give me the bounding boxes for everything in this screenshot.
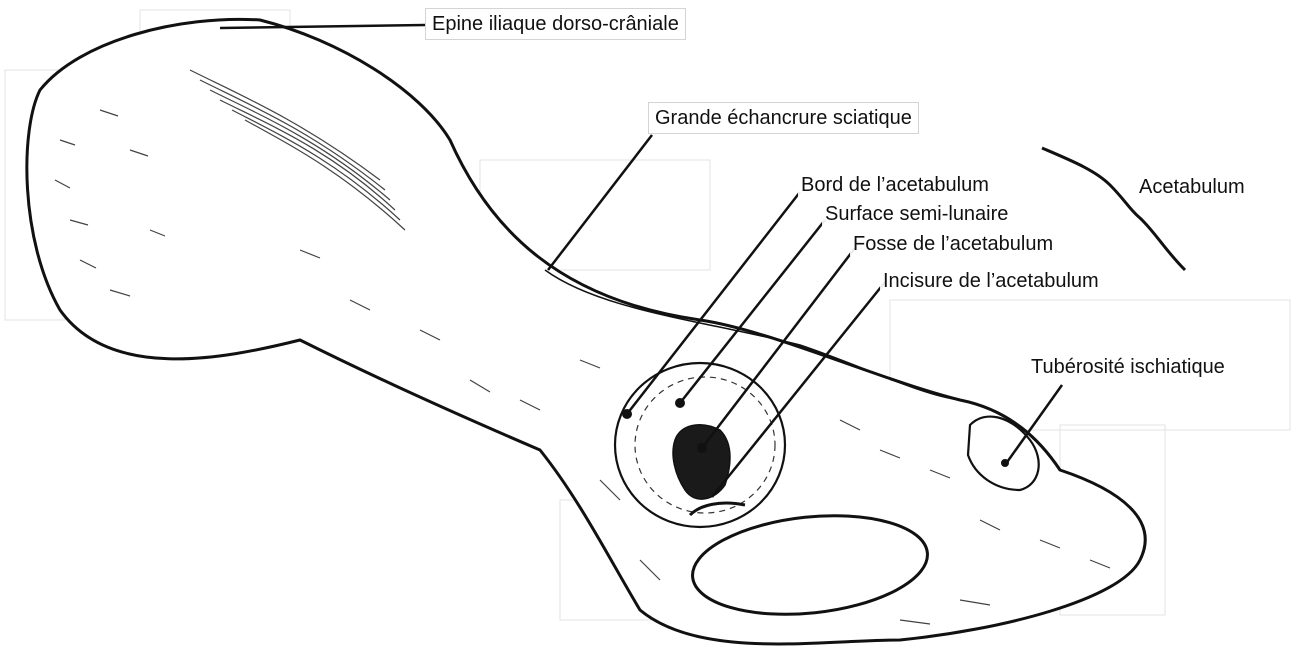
label-fosse-acetabulum: Fosse de l’acetabulum	[850, 232, 1056, 256]
leader-echancrure	[548, 135, 652, 270]
label-tuberosite-ischiatique: Tubérosité ischiatique	[1025, 352, 1231, 382]
label-incisure-acetabulum: Incisure de l’acetabulum	[880, 269, 1102, 293]
bone-outline	[27, 19, 1145, 644]
label-grande-echancrure: Grande échancrure sciatique	[648, 102, 919, 134]
label-bord-acetabulum: Bord de l’acetabulum	[798, 173, 992, 197]
label-surface-semi-lunaire: Surface semi-lunaire	[822, 202, 1011, 226]
label-epine-iliaque: Epine iliaque dorso-crâniale	[425, 8, 686, 40]
hip-bone	[27, 19, 1145, 644]
acetabulum-sketch	[1042, 148, 1185, 270]
label-acetabulum: Acetabulum	[1136, 175, 1248, 199]
